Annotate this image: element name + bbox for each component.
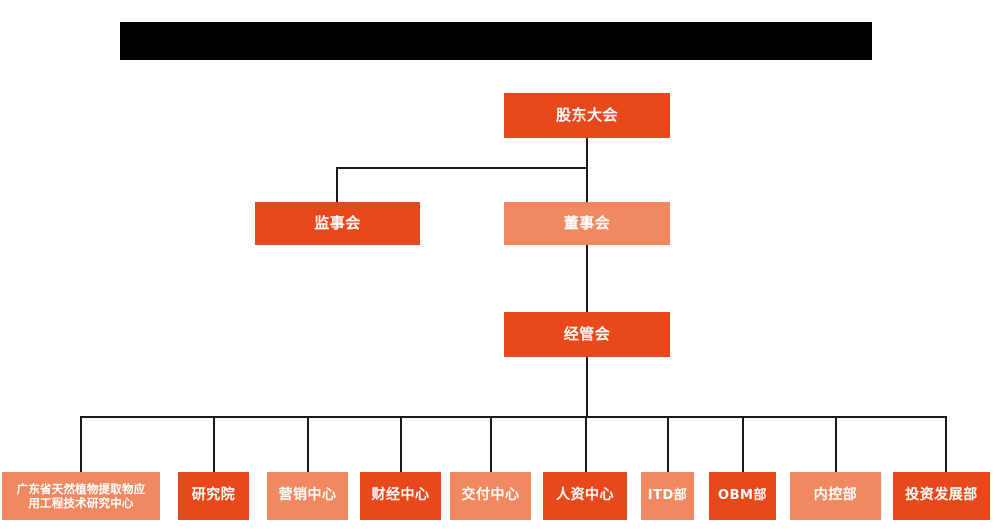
connector-management-down bbox=[586, 357, 588, 417]
connector-drop-investment-development-department bbox=[945, 416, 947, 472]
connector-tier2-branch bbox=[336, 167, 588, 169]
node-hr-center-label: 人资中心 bbox=[556, 487, 614, 504]
node-shareholders-meeting[interactable]: 股东大会 bbox=[504, 93, 670, 138]
connector-drop-research-institute bbox=[213, 416, 215, 472]
node-management-committee-label: 经管会 bbox=[563, 325, 611, 344]
node-delivery-center-label: 交付中心 bbox=[461, 487, 520, 504]
node-supervisory-board[interactable]: 监事会 bbox=[255, 202, 420, 245]
node-management-committee[interactable]: 经管会 bbox=[504, 312, 670, 357]
node-shareholders-meeting-label: 股东大会 bbox=[555, 106, 618, 125]
node-supervisory-board-label: 监事会 bbox=[314, 214, 361, 233]
node-hr-center[interactable]: 人资中心 bbox=[543, 472, 627, 520]
connector-drop-internal-control-department bbox=[835, 416, 837, 472]
redacted-title-bar bbox=[120, 22, 872, 60]
node-research-center-label: 广东省天然植物提取物应 用工程技术研究中心 bbox=[17, 482, 146, 511]
node-investment-development-department-label: 投资发展部 bbox=[905, 487, 978, 504]
node-internal-control-department[interactable]: 内控部 bbox=[790, 472, 881, 520]
node-research-center-label-line2: 用工程技术研究中心 bbox=[28, 496, 134, 510]
node-marketing-center[interactable]: 营销中心 bbox=[267, 472, 348, 520]
node-internal-control-department-label: 内控部 bbox=[813, 487, 858, 504]
node-research-institute-label: 研究院 bbox=[191, 487, 236, 504]
connector-drop-delivery-center bbox=[490, 416, 492, 472]
node-research-institute[interactable]: 研究院 bbox=[178, 472, 249, 520]
connector-bottom-bus bbox=[80, 416, 946, 418]
node-delivery-center[interactable]: 交付中心 bbox=[450, 472, 531, 520]
connector-drop-marketing-center bbox=[307, 416, 309, 472]
connector-drop-research-center bbox=[80, 416, 82, 472]
node-obm-department[interactable]: OBM部 bbox=[709, 472, 776, 520]
node-itd-department-label: ITD部 bbox=[647, 487, 688, 503]
connector-supervisory-down bbox=[336, 167, 338, 203]
connector-shareholders-down bbox=[586, 138, 588, 202]
node-research-center[interactable]: 广东省天然植物提取物应 用工程技术研究中心 bbox=[2, 472, 160, 520]
node-board-of-directors[interactable]: 董事会 bbox=[504, 202, 670, 245]
connector-drop-finance-center bbox=[400, 416, 402, 472]
connector-drop-obm-department bbox=[742, 416, 744, 472]
node-obm-department-label: OBM部 bbox=[718, 487, 767, 503]
node-finance-center[interactable]: 财经中心 bbox=[360, 472, 441, 520]
connector-drop-itd-department bbox=[667, 416, 669, 472]
connector-drop-hr-center bbox=[585, 416, 587, 472]
node-marketing-center-label: 营销中心 bbox=[278, 487, 337, 504]
node-itd-department[interactable]: ITD部 bbox=[641, 472, 694, 520]
node-research-center-label-line1: 广东省天然植物提取物应 bbox=[16, 481, 146, 496]
connector-board-to-management bbox=[586, 245, 588, 313]
node-finance-center-label: 财经中心 bbox=[371, 487, 430, 504]
node-board-of-directors-label: 董事会 bbox=[563, 214, 611, 233]
node-investment-development-department[interactable]: 投资发展部 bbox=[893, 472, 990, 520]
